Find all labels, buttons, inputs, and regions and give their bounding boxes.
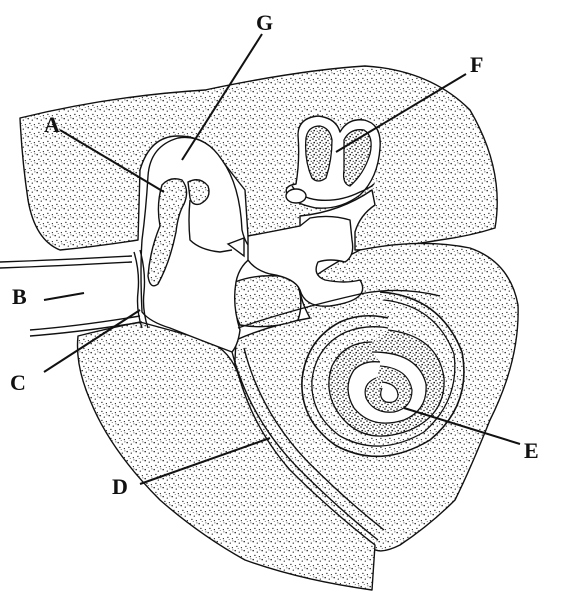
ear-canal-upper-wall-inner [0, 262, 132, 268]
semicircular-canal-inner-left [306, 126, 332, 181]
label-d: D [112, 474, 128, 499]
upper-bone-mass [20, 66, 497, 250]
ear-canal-upper-wall [0, 256, 132, 262]
label-f: F [470, 52, 483, 77]
ampulla [286, 189, 306, 203]
label-g: G [256, 10, 273, 35]
label-c: C [10, 370, 26, 395]
ossicle-incus [188, 180, 209, 205]
label-b: B [12, 284, 27, 309]
leader-b [44, 293, 84, 300]
label-e: E [524, 438, 539, 463]
label-a: A [44, 112, 60, 137]
